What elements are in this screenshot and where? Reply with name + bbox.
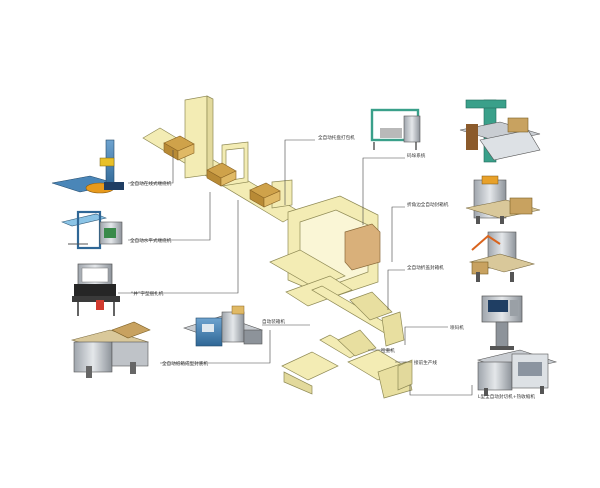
label-strapping: “井”字型捆扎机: [131, 290, 164, 297]
boxes: [163, 135, 281, 208]
auto-packer-icon: [183, 305, 263, 347]
label-auto-packing: 自动装箱机: [262, 318, 285, 325]
case-erector-icon: [70, 321, 151, 378]
pallet-strapper-icon: [370, 108, 421, 150]
label-fold-seal: 折角边全自动封箱机: [407, 201, 449, 208]
wrap-tower-icon: [51, 139, 124, 194]
shrink-wrapper-icon: [476, 349, 558, 396]
label-l-seal-shrink: L型全自动封切机+热收缩机: [478, 393, 535, 400]
label-case-erect-seal: 全自动纸箱成型封底机: [162, 360, 208, 367]
label-palletizing: 码垛系统: [407, 152, 426, 159]
leader-lines: [118, 139, 473, 396]
palletizer-icon: [459, 99, 541, 163]
conveyor-lower-3: [281, 351, 339, 381]
inkjet-coder-icon: [481, 295, 523, 350]
strapping-machine-icon: [72, 263, 120, 316]
label-top-bottom-seal: 全自动折盖封箱机: [407, 264, 444, 271]
labels: 全自动在线式缠绕机 全自动水平式缠绕机 “井”字型捆扎机 全自动纸箱成型封底机 …: [130, 134, 535, 400]
label-coding: 喷码机: [450, 324, 464, 331]
label-wrap-tower: 全自动在线式缠绕机: [130, 180, 172, 187]
label-check-weigh: 检重机: [381, 347, 395, 354]
label-production-line: 接前生产线: [414, 359, 437, 366]
horizontal-wrap-icon: [61, 210, 123, 250]
fold-sealer-icon: [465, 175, 541, 224]
top-bottom-sealer-icon: [468, 231, 536, 282]
label-pallet-strapping: 全自动托盘打包机: [318, 134, 355, 141]
label-horizontal-wrap: 全自动水平式缠绕机: [130, 237, 172, 244]
infeed-tower: [184, 95, 208, 179]
